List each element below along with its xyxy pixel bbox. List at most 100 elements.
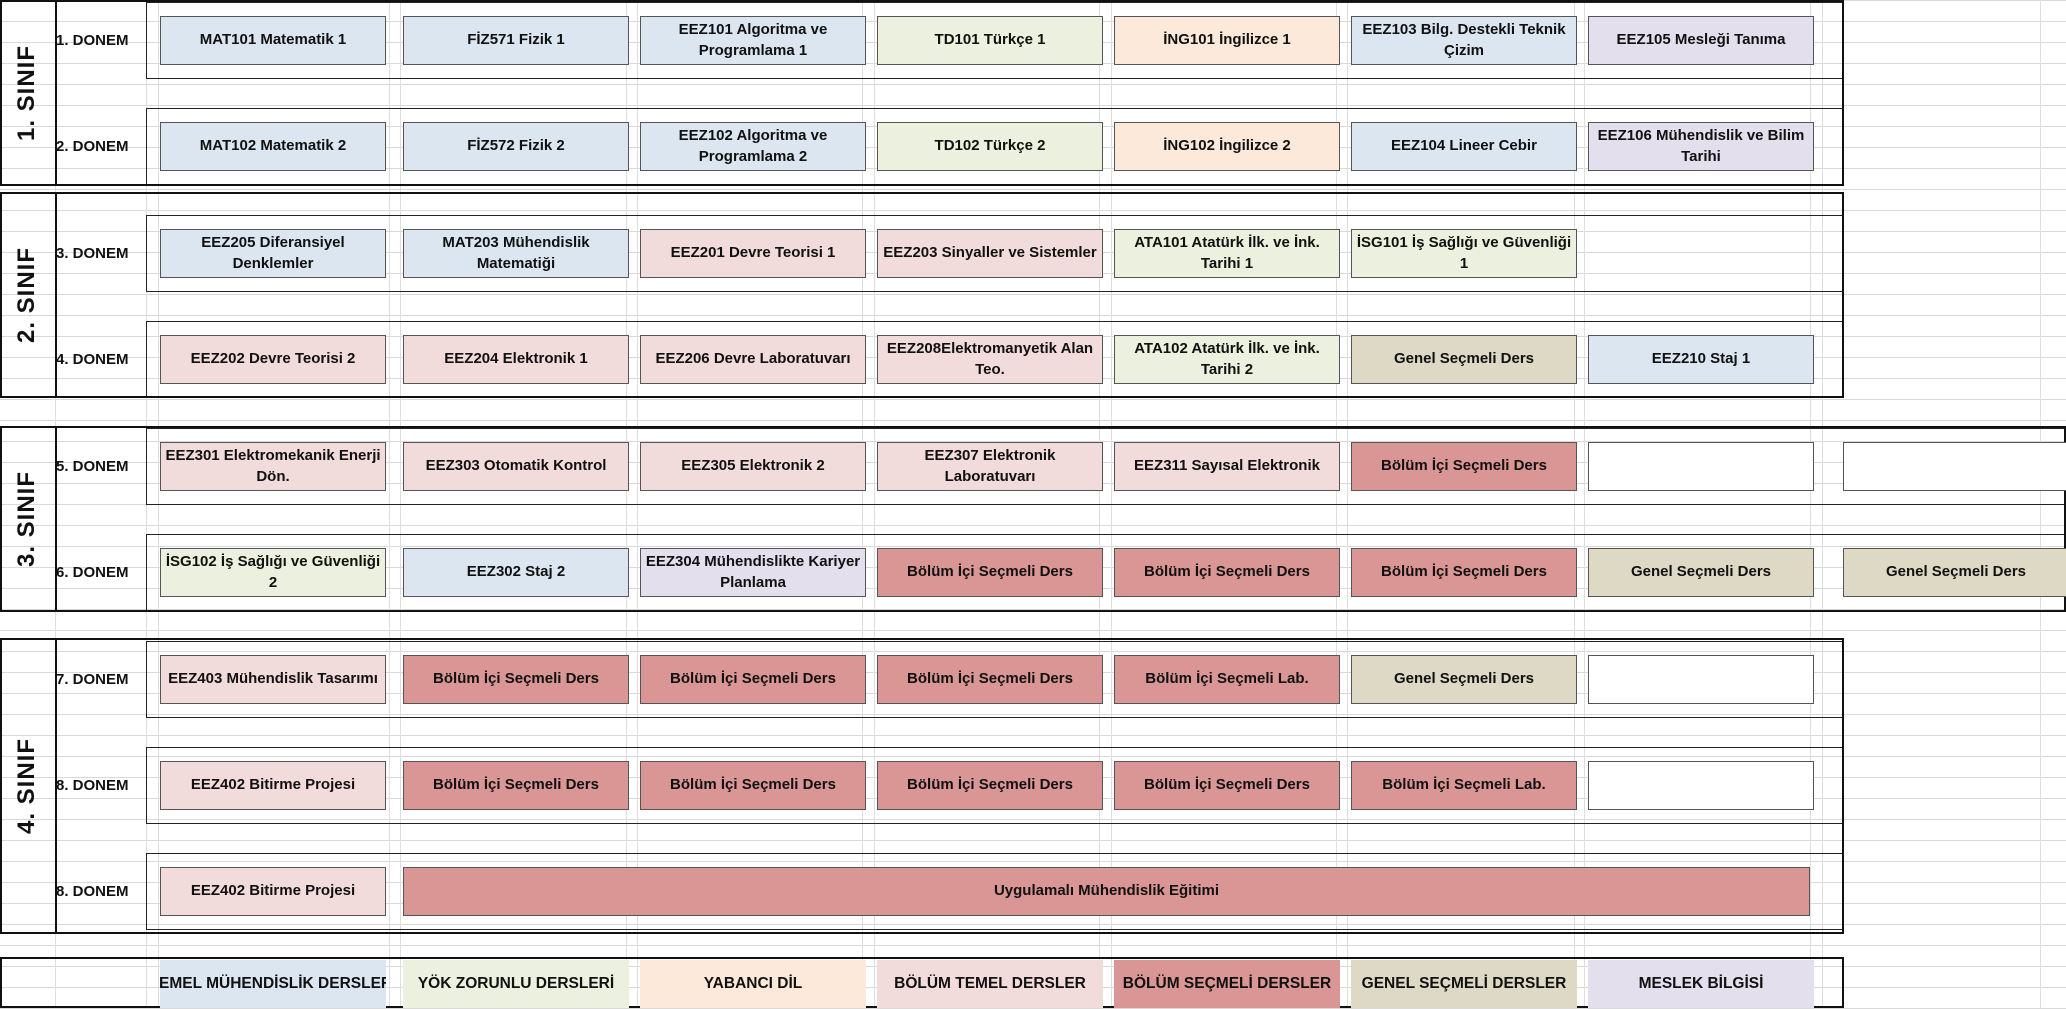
semester-label: 5. DONEM: [56, 458, 129, 475]
course-cell[interactable]: Bölüm İçi Seçmeli Lab.: [1351, 761, 1577, 810]
year-label-text: 3. SINIF: [13, 470, 41, 568]
course-cell[interactable]: EEZ102 Algoritma ve Programlama 2: [640, 122, 866, 171]
grid-line: [0, 945, 2066, 946]
grid-line: [0, 525, 2066, 526]
grid-line: [0, 420, 2066, 421]
course-cell[interactable]: İNG101 İngilizce 1: [1114, 16, 1340, 65]
year-frame: [0, 192, 1844, 398]
semester-label: 2. DONEM: [56, 138, 129, 155]
course-cell[interactable]: Bölüm İçi Seçmeli Ders: [640, 761, 866, 810]
course-cell[interactable]: EEZ403 Mühendislik Tasarımı: [160, 655, 386, 704]
course-cell[interactable]: Bölüm İçi Seçmeli Ders: [877, 761, 1103, 810]
semester-label: 4. DONEM: [56, 351, 129, 368]
semester-label: 7. DONEM: [56, 671, 129, 688]
course-cell[interactable]: Genel Seçmeli Ders: [1351, 655, 1577, 704]
course-cell[interactable]: EEZ203 Sinyaller ve Sistemler: [877, 229, 1103, 278]
course-cell[interactable]: İSG102 İş Sağlığı ve Güvenliği 2: [160, 548, 386, 597]
course-cell[interactable]: EEZ301 Elektromekanik Enerji Dön.: [160, 442, 386, 491]
grid-line: [0, 294, 2066, 295]
course-cell[interactable]: EEZ304 Mühendislikte Kariyer Planlama: [640, 548, 866, 597]
grid-line: [0, 924, 2066, 925]
semester-label: 1. DONEM: [56, 32, 129, 49]
course-cell[interactable]: Bölüm İçi Seçmeli Ders: [1351, 442, 1577, 491]
course-cell[interactable]: TD101 Türkçe 1: [877, 16, 1103, 65]
empty-course-cell[interactable]: [1588, 655, 1814, 704]
course-cell[interactable]: EEZ101 Algoritma ve Programlama 1: [640, 16, 866, 65]
legend-item: YÖK ZORUNLU DERSLERİ: [403, 960, 629, 1008]
course-cell[interactable]: EEZ402 Bitirme Projesi: [160, 867, 386, 916]
grid-line: [0, 714, 2066, 715]
course-cell[interactable]: Bölüm İçi Seçmeli Ders: [403, 761, 629, 810]
course-cell[interactable]: Bölüm İçi Seçmeli Ders: [877, 655, 1103, 704]
empty-course-cell[interactable]: [1843, 442, 2066, 491]
empty-course-cell[interactable]: [1588, 761, 1814, 810]
year-label: 4. SINIF: [0, 638, 55, 934]
course-cell[interactable]: FİZ572 Fizik 2: [403, 122, 629, 171]
course-cell[interactable]: EEZ305 Elektronik 2: [640, 442, 866, 491]
grid-line: [0, 399, 2066, 400]
grid-line: [0, 840, 2066, 841]
course-cell[interactable]: Bölüm İçi Seçmeli Ders: [640, 655, 866, 704]
course-cell[interactable]: İSG101 İş Sağlığı ve Güvenliği 1: [1351, 229, 1577, 278]
grid-line: [0, 609, 2066, 610]
legend-item: YABANCI DİL: [640, 960, 866, 1008]
course-cell[interactable]: EEZ104 Lineer Cebir: [1351, 122, 1577, 171]
legend-item: TEMEL MÜHENDİSLİK DERSLERİ: [160, 960, 386, 1008]
course-cell[interactable]: EEZ210 Staj 1: [1588, 335, 1814, 384]
year-label: 2. SINIF: [0, 192, 55, 398]
grid-line: [0, 630, 2066, 631]
course-cell[interactable]: İNG102 İngilizce 2: [1114, 122, 1340, 171]
course-cell[interactable]: Genel Seçmeli Ders: [1351, 335, 1577, 384]
course-cell[interactable]: EEZ202 Devre Teorisi 2: [160, 335, 386, 384]
course-cell[interactable]: EEZ303 Otomatik Kontrol: [403, 442, 629, 491]
year-frame: [0, 638, 1844, 934]
year-separator: [55, 0, 57, 186]
course-cell[interactable]: TD102 Türkçe 2: [877, 122, 1103, 171]
course-cell[interactable]: Bölüm İçi Seçmeli Ders: [877, 548, 1103, 597]
semester-label: 8. DONEM: [56, 777, 129, 794]
course-cell[interactable]: EEZ204 Elektronik 1: [403, 335, 629, 384]
course-cell[interactable]: MAT203 Mühendislik Matematiği: [403, 229, 629, 278]
course-cell[interactable]: Bölüm İçi Seçmeli Ders: [1114, 548, 1340, 597]
course-cell[interactable]: EEZ205 Diferansiyel Denklemler: [160, 229, 386, 278]
course-cell[interactable]: MAT102 Matematik 2: [160, 122, 386, 171]
course-cell[interactable]: FİZ571 Fizik 1: [403, 16, 629, 65]
legend-item: MESLEK BİLGİSİ: [1588, 960, 1814, 1008]
grid-line: [0, 861, 2066, 862]
course-cell[interactable]: ATA102 Atatürk İlk. ve İnk. Tarihi 2: [1114, 335, 1340, 384]
year-separator: [55, 192, 57, 398]
legend-item: BÖLÜM TEMEL DERSLER: [877, 960, 1103, 1008]
course-cell[interactable]: Bölüm İçi Seçmeli Ders: [1114, 761, 1340, 810]
course-cell[interactable]: Uygulamalı Mühendislik Eğitimi: [403, 867, 1810, 916]
grid-line: [0, 735, 2066, 736]
grid-line: [0, 189, 2066, 190]
course-cell[interactable]: EEZ402 Bitirme Projesi: [160, 761, 386, 810]
grid-line: [0, 819, 2066, 820]
year-frame: [0, 426, 2066, 612]
course-cell[interactable]: Bölüm İçi Seçmeli Ders: [403, 655, 629, 704]
course-cell[interactable]: EEZ206 Devre Laboratuvarı: [640, 335, 866, 384]
semester-label: 6. DONEM: [56, 564, 129, 581]
course-cell[interactable]: EEZ311 Sayısal Elektronik: [1114, 442, 1340, 491]
year-label-text: 4. SINIF: [13, 737, 41, 835]
course-cell[interactable]: MAT101 Matematik 1: [160, 16, 386, 65]
course-cell[interactable]: EEZ105 Mesleği Tanıma: [1588, 16, 1814, 65]
year-label: 3. SINIF: [0, 426, 55, 612]
course-cell[interactable]: EEZ201 Devre Teorisi 1: [640, 229, 866, 278]
year-frame: [0, 0, 1844, 186]
year-separator: [55, 426, 57, 612]
course-cell[interactable]: Bölüm İçi Seçmeli Lab.: [1114, 655, 1340, 704]
legend-item: GENEL SEÇMELİ DERSLER: [1351, 960, 1577, 1008]
course-cell[interactable]: EEZ302 Staj 2: [403, 548, 629, 597]
empty-course-cell[interactable]: [1588, 442, 1814, 491]
course-cell[interactable]: Genel Seçmeli Ders: [1843, 548, 2066, 597]
year-label: 1. SINIF: [0, 0, 55, 186]
course-cell[interactable]: EEZ103 Bilg. Destekli Teknik Çizim: [1351, 16, 1577, 65]
grid-line: [0, 84, 2066, 85]
course-cell[interactable]: EEZ106 Mühendislik ve Bilim Tarihi: [1588, 122, 1814, 171]
course-cell[interactable]: ATA101 Atatürk İlk. ve İnk. Tarihi 1: [1114, 229, 1340, 278]
course-cell[interactable]: Genel Seçmeli Ders: [1588, 548, 1814, 597]
course-cell[interactable]: EEZ307 Elektronik Laboratuvarı: [877, 442, 1103, 491]
course-cell[interactable]: EEZ208Elektromanyetik Alan Teo.: [877, 335, 1103, 384]
course-cell[interactable]: Bölüm İçi Seçmeli Ders: [1351, 548, 1577, 597]
